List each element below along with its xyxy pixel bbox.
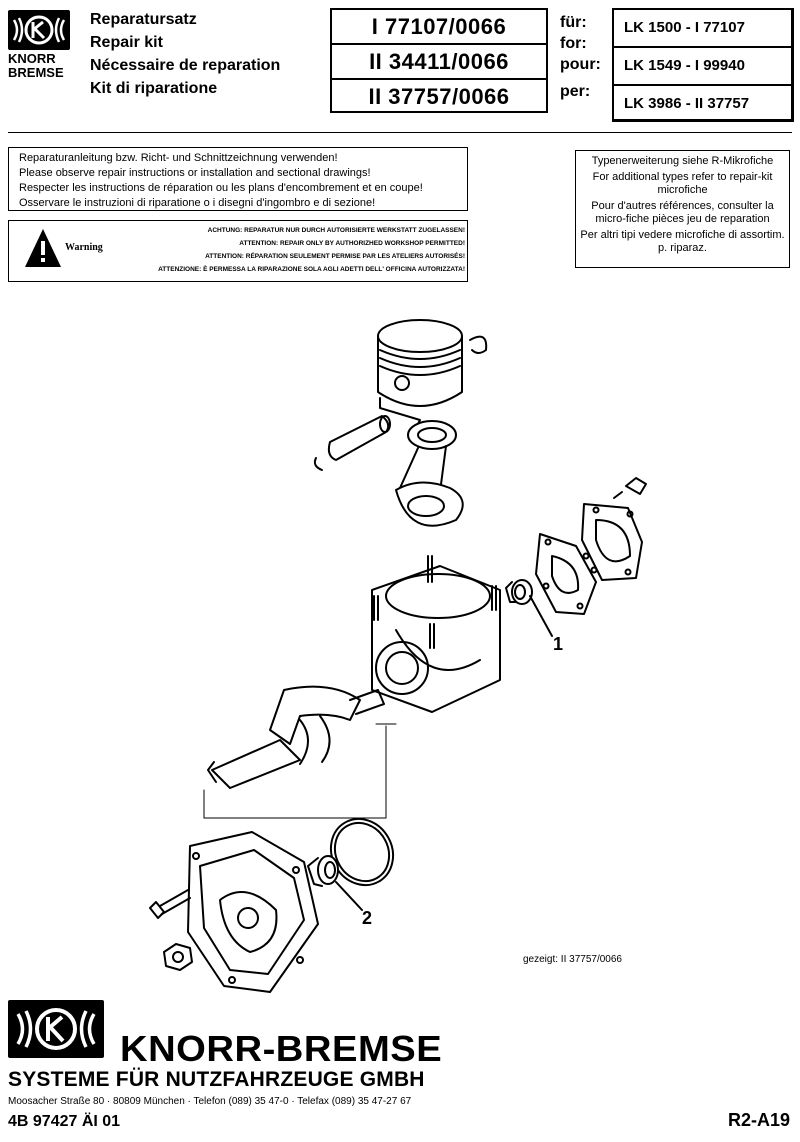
warning-text: ACHTUNG: REPARATUR NUR DURCH AUTORISIERT… — [109, 224, 465, 276]
reference-box: Typenerweiterung siehe R-Mikrofiche For … — [575, 150, 790, 268]
part-number: I 77107/0066 — [332, 10, 546, 45]
gasket — [535, 533, 597, 615]
warning-label: Warning — [65, 242, 103, 253]
callout-1: 1 — [553, 634, 564, 654]
hex-nut — [163, 943, 193, 971]
kit-title-it: Kit di riparatione — [90, 80, 218, 97]
screw-small — [613, 477, 647, 499]
kit-title-en: Repair kit — [90, 34, 163, 51]
warning-triangle-icon — [23, 227, 63, 276]
bolt — [149, 889, 191, 919]
cover-plate — [581, 503, 643, 581]
kit-title-de: Reparatursatz — [90, 11, 197, 28]
exploded-view-drawing — [149, 319, 647, 993]
warning-line: ACHTUNG: REPARATUR NUR DURCH AUTORISIERT… — [207, 227, 465, 234]
brand-name-small: KNORR BREMSE — [8, 51, 64, 80]
reference-line: Pour d'autres références, consulter la m… — [591, 200, 774, 225]
connecting-rod — [395, 420, 464, 527]
page-code: R2-A19 — [727, 1110, 790, 1130]
knorr-logo-small — [8, 10, 70, 50]
cylinder-block — [371, 555, 501, 713]
warning-box: Warning ACHTUNG: REPARATUR NUR DURCH AUT… — [8, 220, 468, 282]
model-number: LK 1500 - I 77107 — [614, 10, 791, 48]
reference-line: Typenerweiterung siehe R-Mikrofiche — [591, 155, 774, 167]
company-subtitle: SYSTEME FÜR NUTZFAHRZEUGE GMBH — [8, 1068, 425, 1091]
shown-variant-label: gezeigt: II 37757/0066 — [523, 954, 622, 965]
instruction-line: Respecter les instructions de réparation… — [19, 182, 423, 194]
instruction-line: Reparaturanleitung bzw. Richt- und Schni… — [19, 152, 338, 164]
instruction-line: Please observe repair instructions or in… — [19, 167, 371, 179]
part-number: II 34411/0066 — [332, 45, 546, 80]
callout-2: 2 — [362, 908, 373, 928]
bushing-2 — [307, 855, 339, 887]
part-number: II 37757/0066 — [368, 84, 510, 109]
kit-title-fr: Nécessaire de reparation — [90, 57, 281, 74]
piston — [377, 319, 488, 407]
reference-line: Per altri tipi vedere microfiche di asso… — [580, 229, 785, 254]
company-address: Moosacher Straße 80 · 80809 München · Te… — [8, 1096, 412, 1107]
instructions-box: Reparaturanleitung bzw. Richt- und Schni… — [8, 147, 468, 211]
kit-titles: Reparatursatz Repair kit Nécessaire de r… — [90, 8, 280, 100]
model-number: LK 1549 - I 99940 — [614, 48, 791, 86]
warning-line: ATTENTION: RÉPARATION SEULEMENT PERMISE … — [205, 253, 465, 260]
knorr-logo-large — [8, 1000, 104, 1058]
warning-line: ATTENZIONE: È PERMESSA LA RIPARAZIONE SO… — [158, 266, 465, 273]
piston-pin — [313, 415, 391, 471]
reference-line: For additional types refer to repair-kit… — [592, 171, 773, 196]
part-number-box: I 77107/0066 II 34411/0066 II 37757/0066 — [330, 8, 548, 113]
document-number: 4B 97427 ÄI 01 — [8, 1113, 121, 1130]
header-divider — [8, 132, 792, 133]
bushing-1 — [505, 579, 533, 605]
crankshaft — [207, 685, 385, 789]
company-name: KNORR-BREMSE — [120, 1028, 443, 1069]
for-labels: für: for: pour: per: — [560, 14, 601, 100]
warning-line: ATTENTION: REPAIR ONLY BY AUTHORIZHED WO… — [239, 240, 465, 247]
model-box: LK 1500 - I 77107 LK 1549 - I 99940 LK 3… — [612, 8, 794, 122]
instruction-line: Osservare le instruzioni di riparatione … — [19, 197, 376, 209]
end-housing — [187, 831, 319, 993]
model-number: LK 3986 - II 37757 — [624, 95, 750, 112]
